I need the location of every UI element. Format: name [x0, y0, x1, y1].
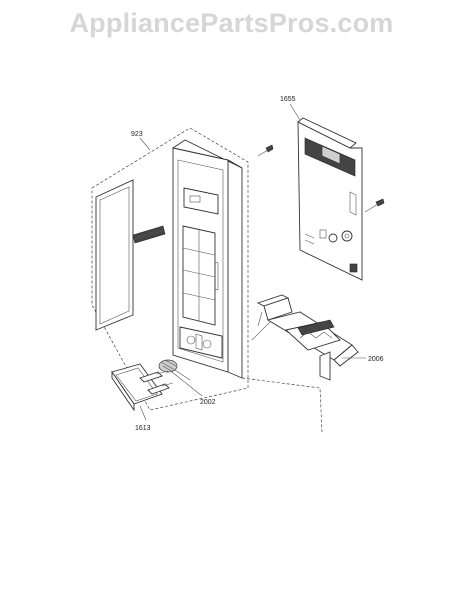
callout-2002: 2002	[200, 399, 216, 406]
leader-1655	[289, 103, 301, 121]
callout-2006: 2006	[368, 356, 384, 363]
callout-1655: 1655	[280, 96, 296, 103]
callout-923: 923	[131, 131, 143, 138]
alignment-dash-latch	[241, 377, 323, 433]
control-panel-frame	[171, 139, 243, 379]
pc-board	[297, 117, 363, 281]
leader-1613	[139, 405, 147, 421]
push-button	[111, 363, 174, 412]
latch-assembly	[251, 294, 359, 381]
watermark-text: AppliancePartsPros.com	[69, 8, 394, 38]
screw-upper	[257, 144, 274, 157]
small-knob	[158, 359, 191, 381]
screw-right	[364, 198, 385, 213]
leader-2002	[171, 371, 203, 397]
leader-923	[139, 137, 151, 151]
callout-1613: 1613	[135, 425, 151, 432]
keypad-membrane	[95, 179, 166, 331]
